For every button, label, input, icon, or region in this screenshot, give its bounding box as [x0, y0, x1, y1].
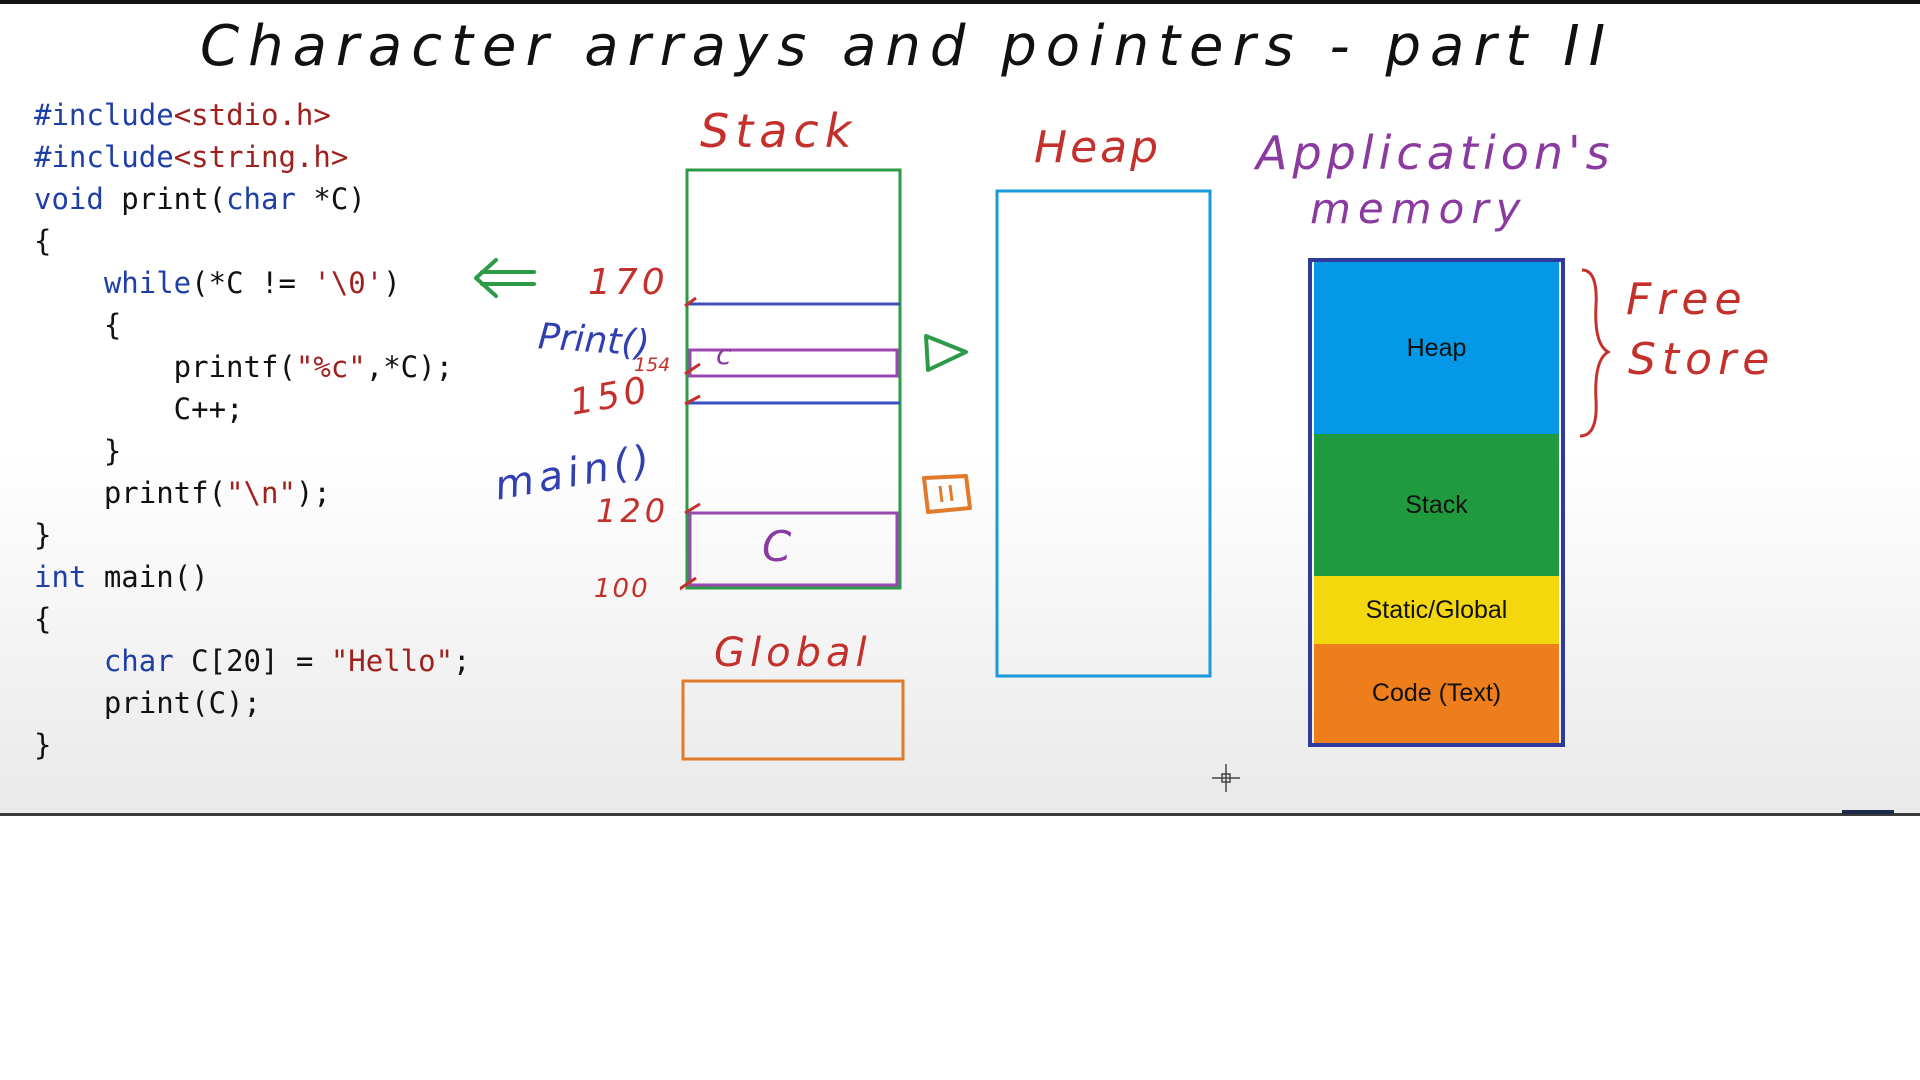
- code-line: }: [34, 724, 471, 766]
- code-token: [34, 266, 104, 300]
- code-token: }: [34, 728, 52, 762]
- global-box: [681, 679, 905, 761]
- address-100: 100: [594, 574, 650, 604]
- code-token: *C): [295, 182, 366, 216]
- code-token: while: [103, 266, 192, 300]
- heap-box: [995, 189, 1212, 678]
- code-token: }: [34, 434, 122, 468]
- code-token: "%c": [295, 350, 366, 384]
- slide-bottom-border: [0, 813, 1920, 816]
- code-line: {: [34, 220, 471, 262]
- code-token: '\0': [313, 266, 384, 300]
- address-120: 120: [596, 492, 670, 530]
- code-token: void: [34, 182, 104, 216]
- code-line: }: [34, 430, 471, 472]
- code-token: int: [34, 560, 87, 594]
- code-token: ,*C);: [365, 350, 454, 384]
- code-token: [34, 644, 104, 678]
- code-token: "\n": [226, 476, 296, 510]
- memory-segment-stack: Stack: [1314, 434, 1559, 576]
- app-memory-heading-line1: Application's: [1256, 126, 1615, 180]
- code-line: {: [34, 598, 471, 640]
- code-line: void print(char *C): [34, 178, 471, 220]
- global-heading: Global: [714, 630, 872, 676]
- left-arrow-icon: [474, 258, 536, 298]
- code-token: print(C);: [34, 686, 261, 720]
- code-token: printf(: [34, 476, 227, 510]
- stack-column: [680, 168, 902, 591]
- app-memory-block: [1308, 258, 1565, 747]
- code-token: ): [383, 266, 401, 300]
- code-token: {: [34, 308, 122, 342]
- code-token: <string.h>: [173, 140, 349, 174]
- address-150: 150: [567, 369, 654, 424]
- code-line: while(*C != '\0'): [34, 262, 471, 304]
- address-154: 154: [634, 354, 671, 376]
- code-token: <stdio.h>: [173, 98, 331, 132]
- print-frame-cell-value: c: [716, 338, 732, 371]
- free-store-brace: [1579, 268, 1612, 438]
- address-170: 170: [588, 262, 669, 303]
- code-token: printf(: [34, 350, 296, 384]
- code-line: #include<string.h>: [34, 136, 471, 178]
- code-line: #include<stdio.h>: [34, 94, 471, 136]
- code-token: "Hello": [330, 644, 454, 678]
- code-line: {: [34, 304, 471, 346]
- free-store-label-line2: Store: [1628, 334, 1776, 385]
- code-token: print(: [103, 182, 227, 216]
- code-line: C++;: [34, 388, 471, 430]
- slide-canvas: Character arrays and pointers - part II …: [0, 4, 1920, 815]
- code-line: printf("\n");: [34, 472, 471, 514]
- code-token: #include: [34, 140, 174, 174]
- code-listing: #include<stdio.h>#include<string.h>void …: [34, 94, 471, 766]
- code-token: }: [34, 518, 52, 552]
- heap-heading: Heap: [1034, 122, 1162, 173]
- code-token: {: [34, 224, 52, 258]
- play-triangle-icon[interactable]: [920, 330, 972, 376]
- code-line: }: [34, 514, 471, 556]
- stack-heading: Stack: [700, 104, 858, 158]
- code-line: print(C);: [34, 682, 471, 724]
- top-edge-bar: [0, 0, 1920, 4]
- memory-segment-heap: Heap: [1314, 262, 1559, 434]
- memory-segment-static-global: Static/Global: [1314, 576, 1559, 644]
- code-token: ;: [453, 644, 471, 678]
- code-token: char: [226, 182, 296, 216]
- code-token: );: [295, 476, 331, 510]
- code-token: {: [34, 602, 52, 636]
- code-token: (*C !=: [191, 266, 314, 300]
- cursor-crosshair-icon: [1212, 764, 1240, 792]
- code-token: char: [103, 644, 174, 678]
- code-token: main(): [86, 560, 209, 594]
- progress-marker: [1842, 810, 1894, 814]
- code-line: int main(): [34, 556, 471, 598]
- print-frame-label: Print(): [536, 316, 651, 365]
- slide-title: Character arrays and pointers - part II: [200, 14, 1615, 79]
- free-store-label-line1: Free: [1626, 274, 1748, 325]
- main-frame-cell-value: C: [762, 522, 792, 571]
- app-memory-heading-line2: memory: [1310, 184, 1528, 233]
- code-token: #include: [34, 98, 174, 132]
- code-token: C[20] =: [173, 644, 331, 678]
- code-token: C++;: [34, 392, 244, 426]
- code-line: printf("%c",*C);: [34, 346, 471, 388]
- memory-segment-code-text: Code (Text): [1314, 644, 1559, 743]
- code-line: char C[20] = "Hello";: [34, 640, 471, 682]
- pause-box-icon[interactable]: [918, 470, 974, 518]
